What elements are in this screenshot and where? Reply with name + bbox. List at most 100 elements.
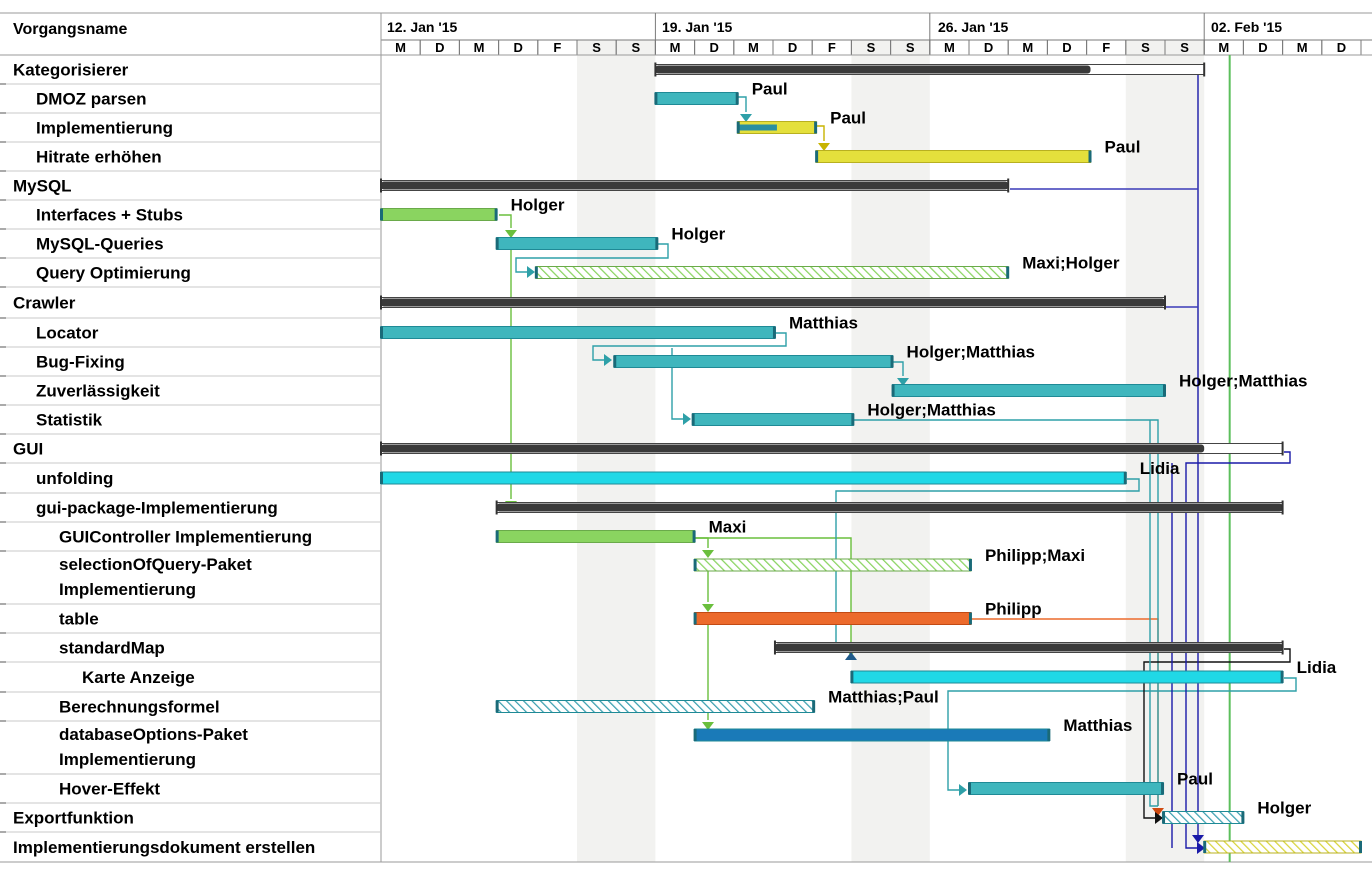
task-name[interactable]: Zuverlässigkeit — [36, 382, 160, 401]
task-name[interactable]: Hover-Effekt — [59, 780, 160, 799]
task-bar[interactable] — [496, 237, 658, 250]
task-bar[interactable] — [1162, 811, 1244, 824]
task-name[interactable]: Query Optimierung — [36, 264, 191, 283]
day-label: M — [1022, 40, 1033, 55]
task-name[interactable]: Exportfunktion — [13, 809, 134, 828]
task-name[interactable]: Hitrate erhöhen — [36, 148, 162, 167]
task-bar[interactable] — [968, 782, 1164, 795]
task-bar[interactable] — [694, 558, 972, 572]
week-label: 12. Jan '15 — [387, 19, 457, 35]
task-end-cap — [1280, 671, 1284, 683]
task-end-cap — [494, 208, 498, 221]
task-end-cap — [1359, 841, 1362, 853]
task-bar[interactable] — [380, 208, 498, 221]
task-end-cap — [772, 326, 776, 339]
task-name[interactable]: standardMap — [59, 639, 165, 658]
task-bar[interactable] — [694, 728, 1050, 742]
task-bar[interactable] — [892, 384, 1166, 397]
day-label: D — [514, 40, 523, 55]
task-end-cap — [692, 530, 696, 543]
resource-label: Paul — [1105, 138, 1141, 157]
task-bar[interactable] — [850, 670, 1284, 684]
task-end-cap — [1161, 782, 1165, 795]
task-start-cap — [1203, 841, 1207, 853]
task-name[interactable]: Bug-Fixing — [36, 353, 125, 372]
task-start-cap — [613, 355, 617, 368]
task-name[interactable]: Crawler — [13, 294, 76, 313]
task-end-cap — [890, 355, 894, 368]
task-bar[interactable] — [613, 355, 894, 368]
dependency-arrow-icon — [897, 378, 909, 386]
dependency-arrow-icon — [505, 230, 517, 238]
dependency-arrow-icon — [740, 114, 752, 122]
task-name[interactable]: Karte Anzeige — [82, 668, 195, 687]
task-end-cap — [968, 612, 972, 625]
task-bar[interactable] — [692, 413, 854, 426]
task-start-cap — [380, 326, 383, 339]
task-name[interactable]: table — [59, 610, 99, 629]
task-name[interactable]: MySQL-Queries — [36, 235, 164, 254]
task-bar[interactable] — [654, 92, 739, 105]
task-end-cap — [1241, 811, 1245, 824]
summary-progress-bar — [496, 503, 1283, 512]
day-label: M — [748, 40, 759, 55]
task-bar[interactable] — [380, 471, 1127, 485]
task-name[interactable]: GUIController Implementierung — [59, 528, 312, 547]
dependency-line — [592, 332, 787, 361]
task-bar[interactable] — [535, 266, 1009, 279]
day-label: M — [1297, 40, 1308, 55]
task-bar[interactable] — [380, 326, 776, 339]
column-title-task-name[interactable]: Vorgangsname — [13, 21, 128, 38]
task-end-cap — [655, 237, 659, 250]
task-name[interactable]: Kategorisierer — [13, 61, 129, 80]
day-label: S — [1180, 40, 1189, 55]
task-name[interactable]: Interfaces + Stubs — [36, 206, 183, 225]
day-label: F — [828, 40, 836, 55]
task-name[interactable]: unfolding — [36, 469, 113, 488]
resource-label: Holger;Matthias — [867, 401, 995, 420]
dependency-line — [499, 214, 512, 228]
task-name[interactable]: Locator — [36, 324, 99, 343]
task-name[interactable]: Implementierung — [36, 119, 173, 138]
task-start-cap — [891, 384, 895, 397]
day-label: M — [395, 40, 406, 55]
dependency-arrow-icon — [1152, 808, 1164, 816]
resource-label: Philipp — [985, 600, 1042, 619]
task-name[interactable]: Statistik — [36, 411, 103, 430]
dependency-line — [671, 348, 684, 420]
task-end-cap — [1088, 150, 1092, 163]
resource-label: Holger;Matthias — [1179, 372, 1307, 391]
task-start-cap — [693, 612, 697, 625]
dependency-arrow-icon — [1155, 812, 1163, 824]
task-bar[interactable] — [694, 612, 972, 625]
day-label: M — [944, 40, 955, 55]
task-name[interactable]: DMOZ parsen — [36, 90, 147, 109]
day-label: S — [631, 40, 640, 55]
task-name[interactable]: Implementierungsdokument erstellen — [13, 838, 315, 857]
resource-label: Lidia — [1297, 658, 1337, 677]
task-start-cap — [534, 266, 538, 279]
summary-progress-bar — [381, 298, 1165, 307]
task-name[interactable]: MySQL — [13, 177, 72, 196]
task-end-cap — [851, 413, 855, 426]
task-name[interactable]: Berechnungsformel — [59, 698, 220, 717]
day-label: D — [1258, 40, 1267, 55]
task-name[interactable]: GUI — [13, 440, 43, 459]
task-bar[interactable] — [496, 700, 815, 713]
task-end-cap — [1123, 472, 1127, 484]
dependency-line — [515, 243, 669, 273]
task-bar[interactable] — [815, 150, 1092, 163]
task-progress-bar — [737, 124, 777, 131]
day-label: D — [788, 40, 797, 55]
task-name[interactable]: gui-package-Implementierung — [36, 499, 278, 518]
dependency-line — [1149, 420, 1158, 807]
task-start-cap — [815, 150, 819, 163]
task-bar[interactable] — [496, 530, 696, 543]
dependency-line — [1143, 648, 1291, 819]
task-start-cap — [691, 413, 695, 426]
task-bar[interactable] — [1203, 840, 1362, 854]
day-label: D — [710, 40, 719, 55]
